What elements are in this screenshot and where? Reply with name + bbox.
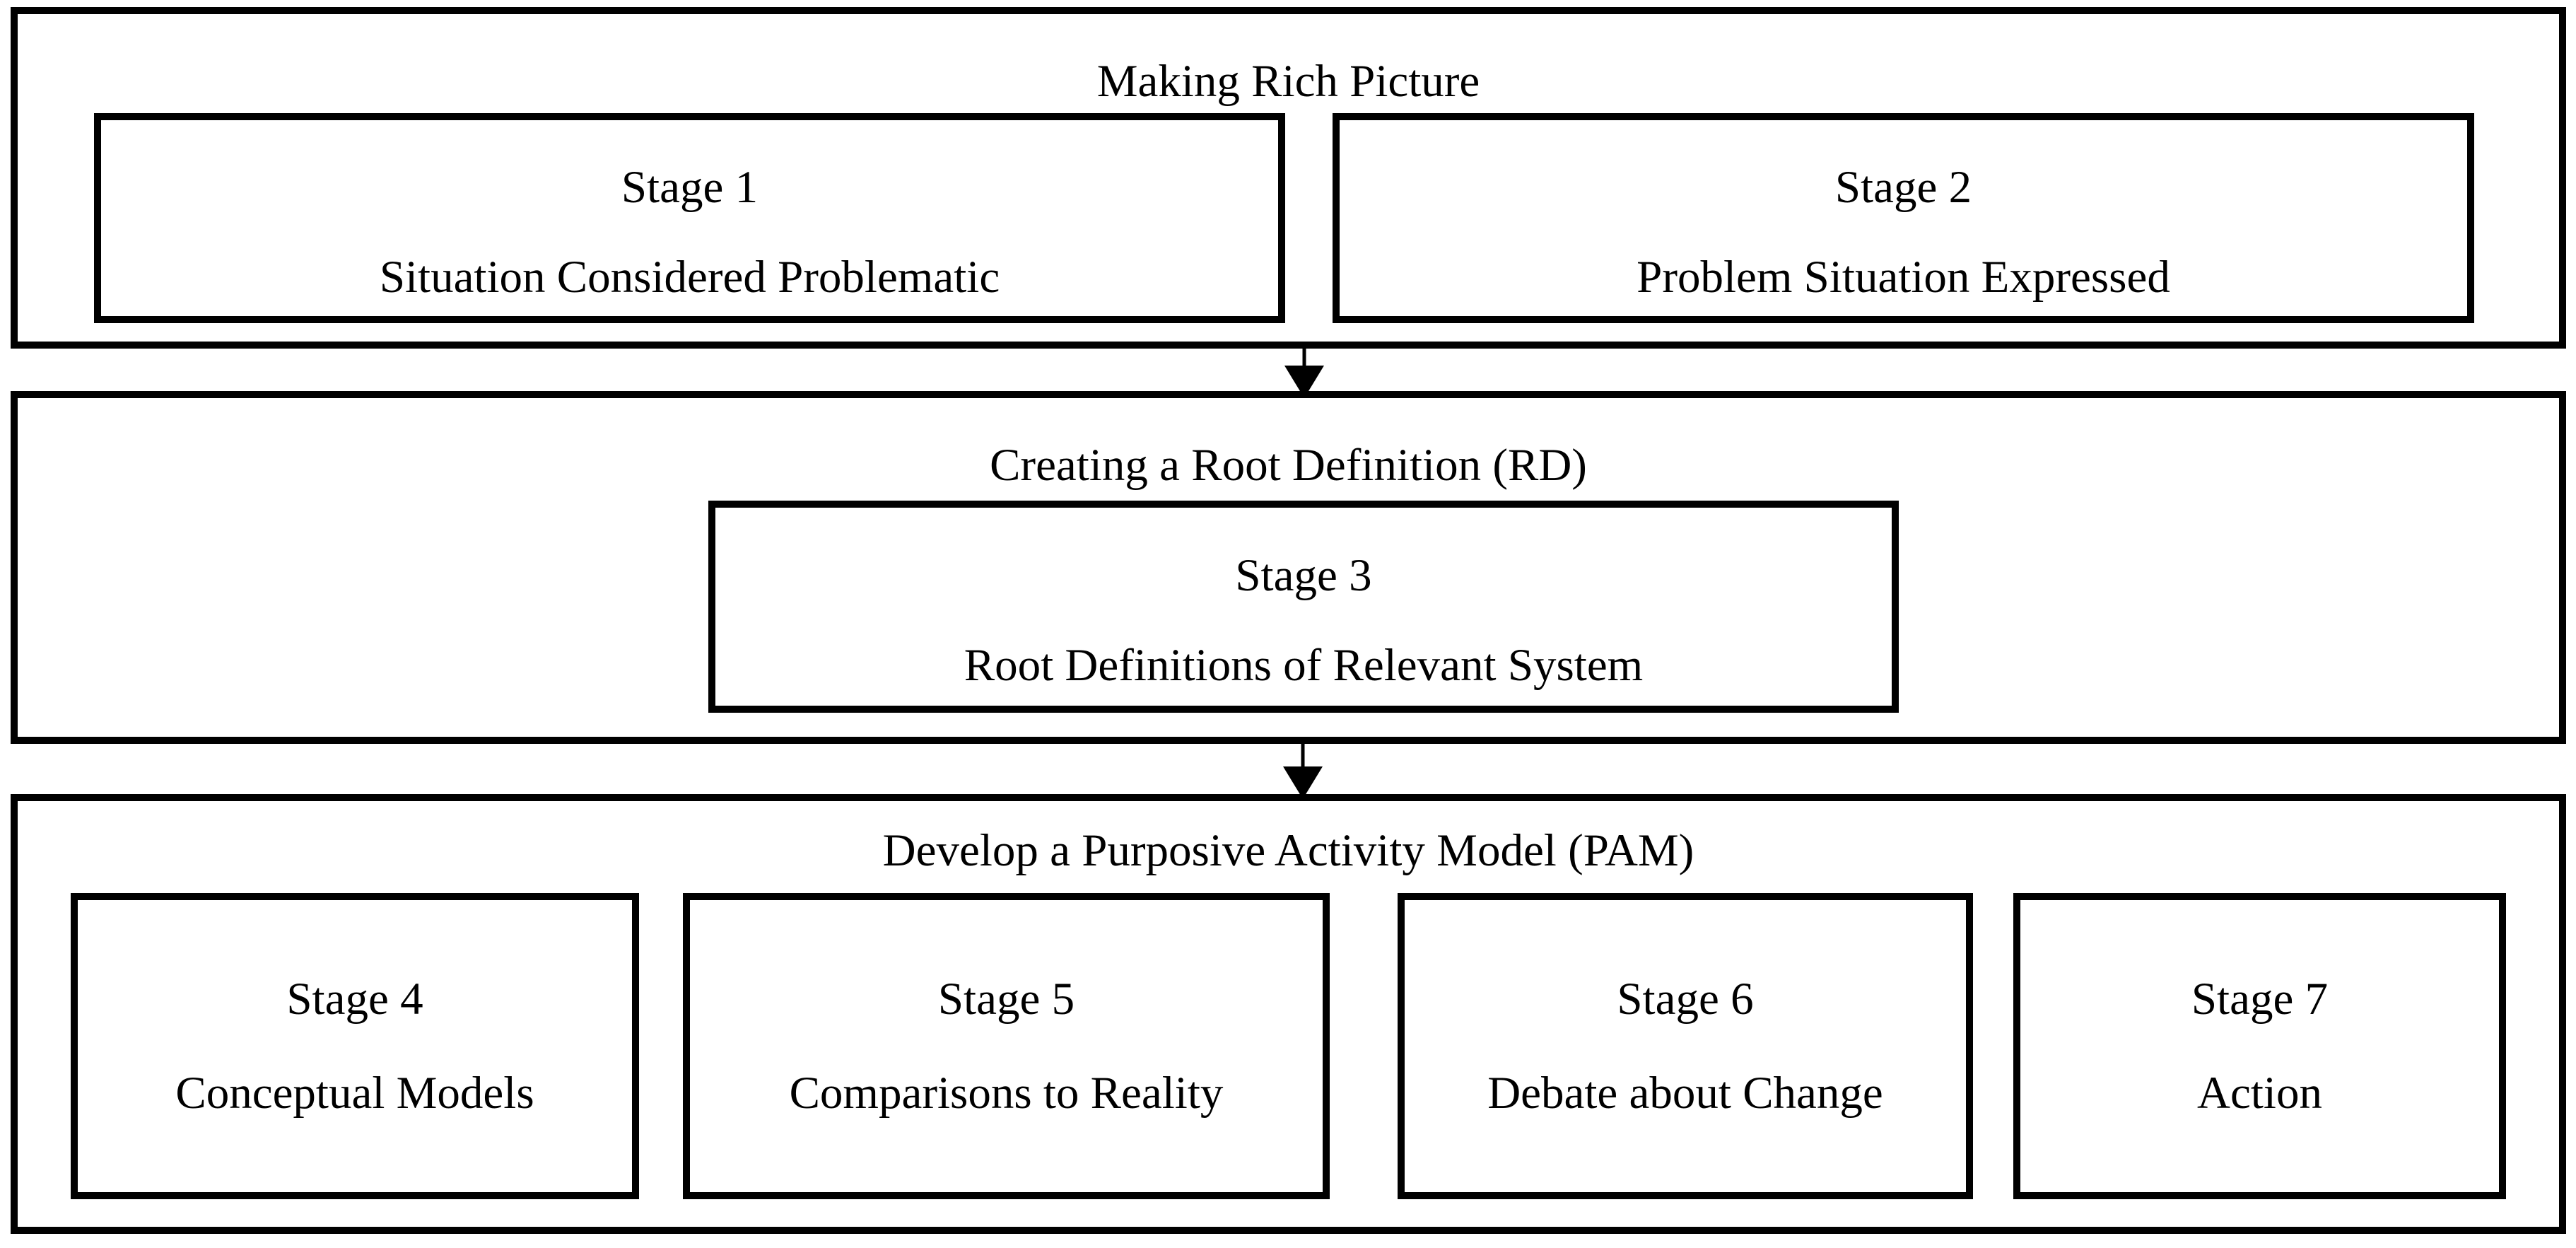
stage-box-5: Stage 5 Comparisons to Reality — [683, 893, 1330, 1199]
stage-box-3: Stage 3 Root Definitions of Relevant Sys… — [708, 501, 1899, 713]
stage-4-label: Stage 4 — [286, 973, 423, 1025]
stage-5-description: Comparisons to Reality — [789, 1067, 1224, 1119]
stage-2-label: Stage 2 — [1834, 161, 1972, 213]
section-title-purposive-activity-model: Develop a Purposive Activity Model (PAM) — [882, 825, 1694, 876]
stage-7-label: Stage 7 — [2191, 973, 2329, 1025]
stage-box-2: Stage 2 Problem Situation Expressed — [1333, 113, 2474, 323]
stage-4-description: Conceptual Models — [175, 1067, 534, 1119]
stage-2-description: Problem Situation Expressed — [1637, 251, 2170, 303]
section-title-making-rich-picture: Making Rich Picture — [1096, 56, 1480, 107]
stage-6-description: Debate about Change — [1487, 1067, 1883, 1119]
stage-box-1: Stage 1 Situation Considered Problematic — [94, 113, 1285, 323]
stage-1-description: Situation Considered Problematic — [379, 251, 1000, 303]
stage-7-description: Action — [2197, 1067, 2322, 1119]
section-title-root-definition: Creating a Root Definition (RD) — [990, 440, 1587, 491]
stage-box-7: Stage 7 Action — [2013, 893, 2506, 1199]
stage-box-4: Stage 4 Conceptual Models — [71, 893, 639, 1199]
down-arrowhead-icon — [1283, 766, 1323, 799]
stage-1-label: Stage 1 — [621, 161, 759, 213]
stage-6-label: Stage 6 — [1617, 973, 1754, 1025]
stage-3-description: Root Definitions of Relevant System — [964, 640, 1644, 691]
arrow-stem — [1301, 742, 1305, 771]
stage-5-label: Stage 5 — [937, 973, 1075, 1025]
flow-connector-2 — [1283, 742, 1323, 799]
arrow-stem — [1302, 347, 1306, 370]
stage-3-label: Stage 3 — [1235, 550, 1372, 601]
stage-box-6: Stage 6 Debate about Change — [1398, 893, 1973, 1199]
